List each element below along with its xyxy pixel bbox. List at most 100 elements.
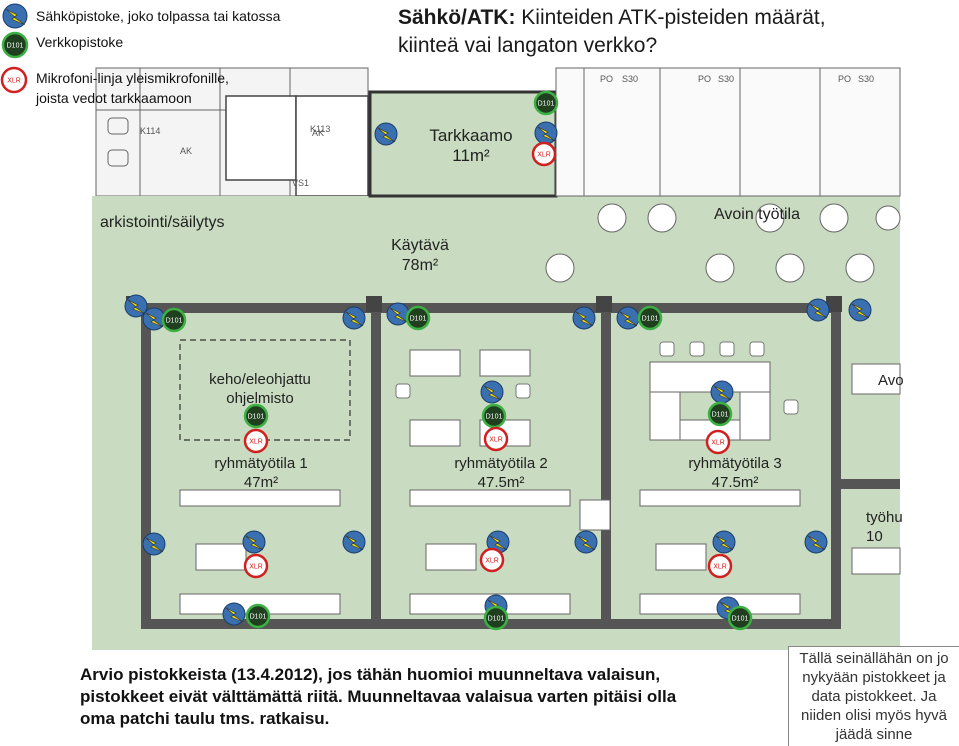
mic-badge-label: XLR bbox=[713, 564, 727, 571]
data-badge-label: D101 bbox=[712, 412, 729, 419]
plan-marking: PO bbox=[838, 74, 852, 84]
side-note-line: niiden olisi myös hyvä bbox=[801, 707, 947, 724]
legend-item-mic-2: joista vedot tarkkaamoon bbox=[36, 90, 192, 106]
room-area: 11m² bbox=[452, 146, 490, 165]
room-label-arkistointi: arkistointi/säilytys bbox=[100, 214, 225, 231]
room-label-tyohu: työhu 10 bbox=[866, 508, 926, 546]
power-outlet-icon bbox=[572, 306, 596, 330]
mic-badge-label: XLR bbox=[249, 564, 263, 571]
room-area: 47.5m² bbox=[477, 474, 525, 491]
data-outlet-icon: D101 bbox=[707, 401, 733, 427]
legend-item-mic: Mikrofoni-linja yleismikrofonille, bbox=[36, 70, 229, 86]
data-outlet-icon: D101 bbox=[533, 90, 559, 116]
plan-marking: VS1 bbox=[292, 178, 310, 188]
power-outlet-icon bbox=[712, 530, 736, 554]
title-line2: kiinteä vai langaton verkko? bbox=[398, 34, 658, 57]
side-note-line: nykyään pistokkeet ja bbox=[802, 669, 946, 686]
side-note-line: Tällä seinällähän on jo bbox=[799, 650, 949, 667]
mic-badge-label: XLR bbox=[485, 558, 499, 565]
power-outlet-icon bbox=[2, 3, 28, 29]
mic-badge-label: XLR bbox=[711, 440, 725, 447]
plan-marking: K114 bbox=[140, 126, 161, 136]
microphone-line-icon: XLR bbox=[479, 547, 505, 573]
mic-badge-label: XLR bbox=[7, 78, 21, 85]
title-bold: Sähkö/ATK: bbox=[398, 6, 516, 29]
microphone-line-icon: XLR bbox=[707, 553, 733, 579]
data-outlet-icon: D101 bbox=[637, 305, 663, 331]
room-label-r2: ryhmätyötila 2 47.5m² bbox=[436, 454, 566, 492]
power-outlet-icon bbox=[374, 122, 398, 146]
data-outlet-icon: D101 bbox=[405, 305, 431, 331]
room-label-avoin: Avoin työtila bbox=[714, 206, 800, 223]
power-outlet-icon bbox=[124, 294, 148, 318]
chairs bbox=[395, 341, 799, 415]
room-label-tarkkaamo: Tarkkaamo 11m² bbox=[416, 126, 526, 166]
data-outlet-icon: D101 bbox=[245, 603, 271, 629]
power-outlet-icon bbox=[806, 298, 830, 322]
mic-badge-label: XLR bbox=[489, 437, 503, 444]
power-outlet-icon bbox=[342, 306, 366, 330]
room-area: 78m² bbox=[401, 257, 439, 274]
power-outlet-icon bbox=[142, 532, 166, 556]
power-outlet-icon bbox=[142, 307, 166, 331]
power-outlet-icon bbox=[804, 530, 828, 554]
side-note-line: data pistokkeet. Ja bbox=[811, 688, 937, 705]
room-label-r3: ryhmätyötila 3 47.5m² bbox=[670, 454, 800, 492]
power-outlet-icon bbox=[222, 602, 246, 626]
room-area: 47m² bbox=[243, 474, 279, 491]
note-line: pistokkeet eivät välttämättä riitä. Muun… bbox=[80, 687, 677, 706]
room-label-kaytava: Käytävä 78m² bbox=[380, 236, 460, 276]
microphone-line-icon: XLR bbox=[243, 553, 269, 579]
data-badge-label: D101 bbox=[7, 43, 24, 50]
plan-marking: AK bbox=[312, 128, 325, 138]
plan-marking: K113 bbox=[310, 124, 331, 134]
mic-badge-label: XLR bbox=[537, 152, 551, 159]
power-outlet-icon bbox=[386, 302, 410, 326]
room-label-r1: ryhmätyötila 1 47m² bbox=[196, 454, 326, 492]
data-outlet-icon: D101 bbox=[727, 605, 753, 631]
power-outlet-icon bbox=[574, 530, 598, 554]
note-line: oma patchi taulu tms. ratkaisu. bbox=[80, 709, 330, 728]
room-name: Käytävä bbox=[391, 237, 449, 254]
microphone-line-icon: XLR bbox=[483, 426, 509, 452]
page-title: Sähkö/ATK: Kiinteiden ATK-pisteiden määr… bbox=[398, 4, 938, 60]
data-outlet-icon: D101 bbox=[481, 403, 507, 429]
microphone-line-icon: XLR bbox=[531, 141, 557, 167]
microphone-line-icon: XLR bbox=[243, 428, 269, 454]
title-rest: Kiinteiden ATK-pisteiden määrät, bbox=[515, 6, 826, 29]
microphone-line-icon: XLR bbox=[705, 429, 731, 455]
plan-marking: PO bbox=[698, 74, 712, 84]
room-label-keho: keho/eleohjattu ohjelmisto bbox=[190, 370, 330, 408]
power-outlet-icon bbox=[534, 121, 558, 145]
note-line: Arvio pistokkeista (13.4.2012), jos tähä… bbox=[80, 665, 661, 684]
tarkkaamo-room bbox=[368, 90, 558, 198]
wc-room bbox=[225, 95, 297, 181]
wall-columns bbox=[126, 296, 842, 312]
microphone-line-icon: XLR bbox=[0, 66, 28, 94]
data-outlet-icon: D101 bbox=[161, 307, 187, 333]
room-area: 47.5m² bbox=[711, 474, 759, 491]
round-tables bbox=[545, 203, 901, 283]
power-outlet-icon bbox=[486, 530, 510, 554]
power-outlet-icon bbox=[242, 530, 266, 554]
power-outlet-icon bbox=[710, 380, 734, 404]
power-outlet-icon bbox=[480, 380, 504, 404]
power-outlet-icon bbox=[848, 298, 872, 322]
data-outlet-icon: D101 bbox=[1, 31, 29, 59]
top-right-rooms bbox=[555, 67, 901, 197]
data-badge-label: D101 bbox=[248, 414, 265, 421]
power-outlet-icon bbox=[616, 306, 640, 330]
mic-badge-label: XLR bbox=[249, 439, 263, 446]
power-outlet-icon bbox=[342, 530, 366, 554]
data-badge-label: D101 bbox=[488, 616, 505, 623]
data-badge-label: D101 bbox=[486, 414, 503, 421]
estimate-note: Arvio pistokkeista (13.4.2012), jos tähä… bbox=[80, 664, 760, 730]
plan-marking: S30 bbox=[858, 74, 875, 84]
room-name-2: ohjelmisto bbox=[226, 390, 294, 407]
data-badge-label: D101 bbox=[538, 101, 555, 108]
data-outlet-icon: D101 bbox=[483, 605, 509, 631]
data-badge-label: D101 bbox=[166, 318, 183, 325]
plan-marking: S30 bbox=[718, 74, 735, 84]
